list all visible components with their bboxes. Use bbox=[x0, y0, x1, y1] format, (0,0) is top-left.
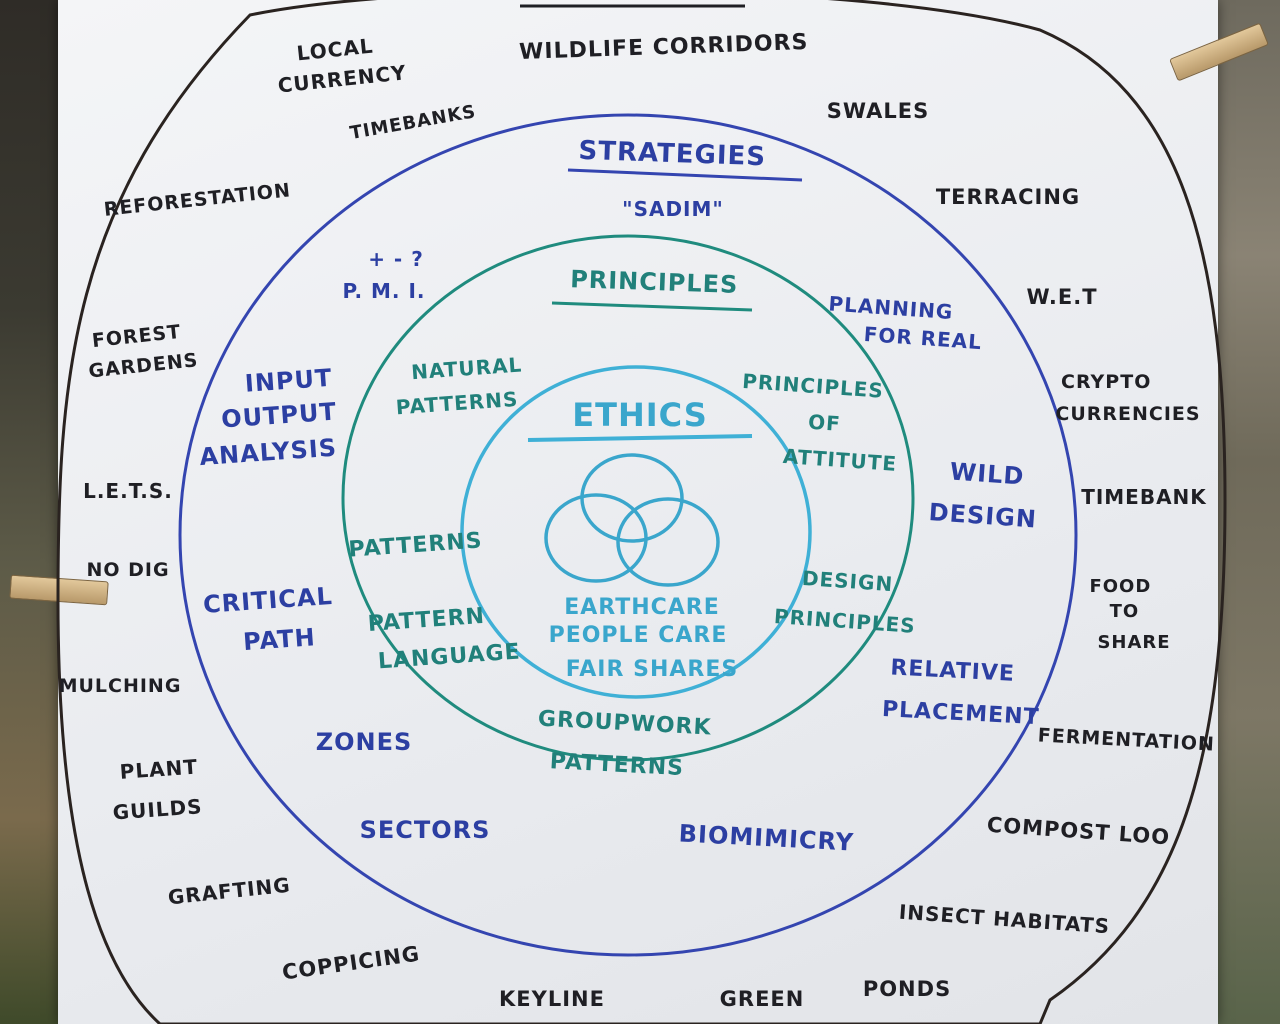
strategies-heading: STRATEGIES bbox=[578, 136, 767, 173]
outer-item-food-to-share: FOOD TO SHARE bbox=[1089, 576, 1170, 653]
ethics-ring bbox=[460, 365, 812, 699]
strategies-ring bbox=[178, 113, 1078, 957]
outer-item-local-currency: LOCAL CURRENCY bbox=[273, 30, 407, 97]
outer-item-lets: L.E.T.S. bbox=[83, 479, 173, 503]
outer-item-ponds: PONDS bbox=[863, 977, 951, 1001]
principles-ring bbox=[341, 234, 915, 762]
outer-item-insect-habitats: INSECT HABITATS bbox=[898, 900, 1111, 939]
strategy-pmi: P. M. I. bbox=[342, 279, 425, 303]
outer-item-reforestation: REFORESTATION bbox=[103, 179, 292, 221]
strategy-wild-design: WILD DESIGN bbox=[928, 456, 1041, 533]
outer-item-terracing: TERRACING bbox=[936, 185, 1080, 209]
outer-item-wildlife-corridors: WILDLIFE CORRIDORS bbox=[519, 30, 809, 65]
outer-item-plant-guilds: PLANT GUILDS bbox=[109, 754, 209, 825]
ethic-earthcare: EARTHCARE bbox=[564, 595, 720, 620]
outer-item-forest-gardens: FOREST GARDENS bbox=[84, 319, 199, 382]
ethics-underline bbox=[527, 434, 753, 442]
outer-item-fermentation: FERMENTATION bbox=[1037, 724, 1215, 755]
background-right bbox=[1210, 0, 1280, 1024]
outer-ring bbox=[56, 0, 1227, 1024]
ethics-venn-icon bbox=[544, 453, 720, 587]
outer-item-green: GREEN bbox=[720, 987, 805, 1011]
outer-item-wet: W.E.T bbox=[1026, 285, 1097, 309]
strategies-underline bbox=[567, 168, 803, 182]
outer-item-timebanks: TIMEBANKS bbox=[348, 101, 478, 144]
ethic-people-care: PEOPLE CARE bbox=[549, 623, 728, 648]
outer-item-crypto-currencies: CRYPTO CURRENCIES bbox=[1055, 371, 1200, 425]
outer-item-swales: SWALES bbox=[827, 99, 929, 123]
principle-principles-of-attitute: PRINCIPLES OF ATTITUTE bbox=[736, 369, 902, 476]
outer-item-no-dig: NO DIG bbox=[86, 559, 169, 581]
strategy-zones: ZONES bbox=[316, 728, 413, 756]
outer-item-mulching: MULCHING bbox=[59, 675, 182, 697]
outer-item-timebank: TIMEBANK bbox=[1081, 485, 1207, 509]
principle-groupwork-patterns: GROUPWORK PATTERNS bbox=[535, 706, 721, 782]
strategy-input-output-analysis: INPUT OUTPUT ANALYSIS bbox=[194, 363, 350, 471]
strategy-planning-for-real: PLANNING FOR REAL bbox=[826, 291, 985, 354]
ethics-heading: ETHICS bbox=[572, 396, 708, 434]
strategy-sadim: "SADIM" bbox=[622, 197, 724, 221]
strategy-relative-placement: RELATIVE PLACEMENT bbox=[881, 655, 1042, 730]
principle-pattern-language: PATTERN LANGUAGE bbox=[367, 602, 521, 675]
outer-item-keyline: KEYLINE bbox=[499, 987, 605, 1011]
strategy-sectors: SECTORS bbox=[360, 816, 491, 844]
principle-natural-patterns: NATURAL PATTERNS bbox=[393, 352, 534, 419]
strategy-critical-path: CRITICAL PATH bbox=[202, 581, 346, 659]
strategy-biomimicry: BIOMIMICRY bbox=[678, 819, 855, 856]
principles-heading: PRINCIPLES bbox=[570, 265, 739, 299]
strategy-pmi-symbols: + - ? bbox=[368, 247, 424, 271]
ethic-fair-shares: FAIR SHARES bbox=[566, 657, 738, 682]
outer-item-grafting: GRAFTING bbox=[167, 873, 292, 910]
outer-item-compost-loo: COMPOST LOO bbox=[986, 813, 1171, 850]
principles-underline bbox=[551, 301, 753, 312]
outer-item-coppicing: COPPICING bbox=[281, 942, 422, 985]
